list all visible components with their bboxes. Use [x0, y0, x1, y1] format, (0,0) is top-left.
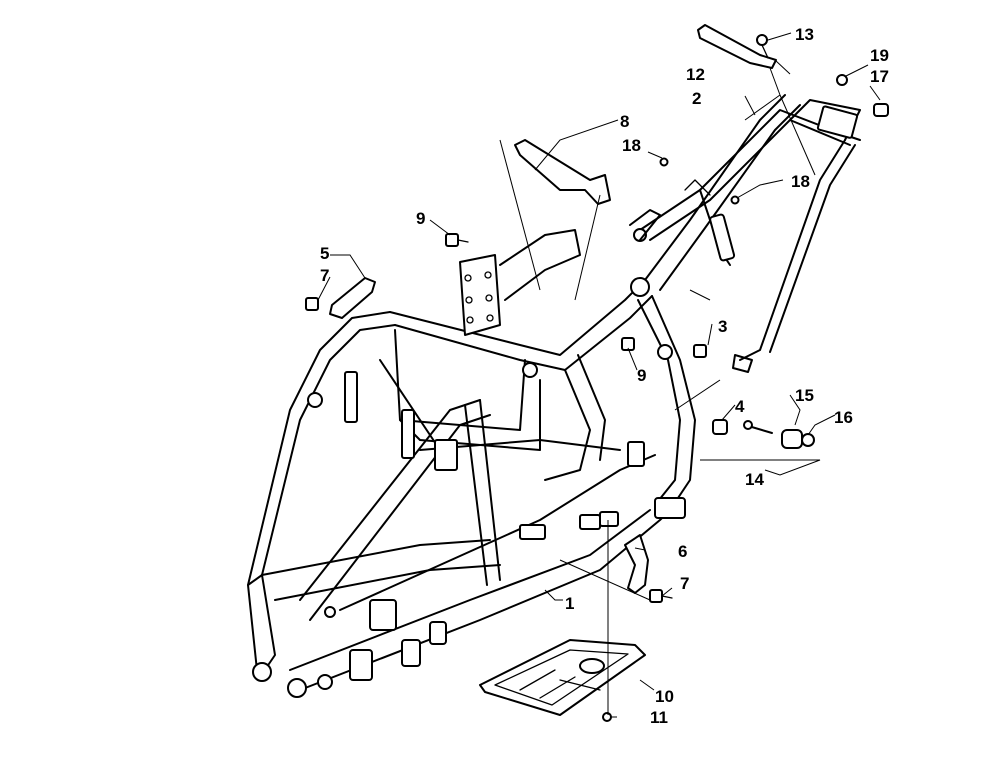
leader-lines — [317, 32, 881, 718]
callout-18-a: 18 — [622, 136, 641, 155]
nut-7-a — [305, 297, 319, 311]
callout-13: 13 — [795, 25, 814, 44]
skid-plate — [479, 639, 646, 716]
main-frame — [247, 94, 801, 698]
nut-4 — [712, 419, 728, 435]
callout-11: 11 — [650, 708, 668, 727]
callouts: 1 2 3 4 5 6 7 7 8 9 9 10 11 12 13 14 15 … — [320, 25, 889, 727]
callout-1: 1 — [565, 594, 574, 613]
rear-rack-bracket — [697, 24, 777, 69]
bolt-9-a — [445, 233, 469, 247]
mount-strap-6 — [624, 534, 649, 594]
callout-7-a: 7 — [320, 266, 329, 285]
bushing-17 — [873, 103, 889, 117]
callout-12: 12 — [686, 65, 705, 84]
bolt-3 — [693, 344, 707, 358]
callout-7-b: 7 — [680, 574, 689, 593]
callout-9-b: 9 — [637, 366, 646, 385]
mount-strap-5 — [329, 277, 376, 319]
callout-14: 14 — [745, 470, 764, 489]
callout-6: 6 — [678, 542, 687, 561]
nut-7-b — [649, 589, 673, 603]
callout-10: 10 — [655, 687, 674, 706]
callout-5: 5 — [320, 244, 329, 263]
rear-subframe — [629, 99, 861, 373]
bolt-13 — [756, 34, 769, 59]
nut-19 — [836, 74, 848, 86]
callout-19: 19 — [870, 46, 889, 65]
washer-16 — [801, 433, 815, 447]
callout-9-a: 9 — [416, 209, 425, 228]
bolt-18-b — [730, 195, 740, 205]
callout-4: 4 — [735, 397, 745, 416]
bolt-15 — [743, 420, 773, 434]
upper-bracket — [514, 139, 611, 205]
callout-15: 15 — [795, 386, 814, 405]
callout-18-b: 18 — [791, 172, 810, 191]
callout-3: 3 — [718, 317, 727, 336]
callout-8: 8 — [620, 112, 629, 131]
bushing-16 — [781, 429, 803, 449]
bolt-9-b — [621, 337, 635, 351]
callout-17: 17 — [870, 67, 889, 86]
bolt-18-a — [659, 157, 669, 167]
callout-2: 2 — [692, 89, 701, 108]
callout-16: 16 — [834, 408, 853, 427]
steering-post-bracket — [459, 229, 581, 336]
bolt-11 — [602, 712, 612, 722]
